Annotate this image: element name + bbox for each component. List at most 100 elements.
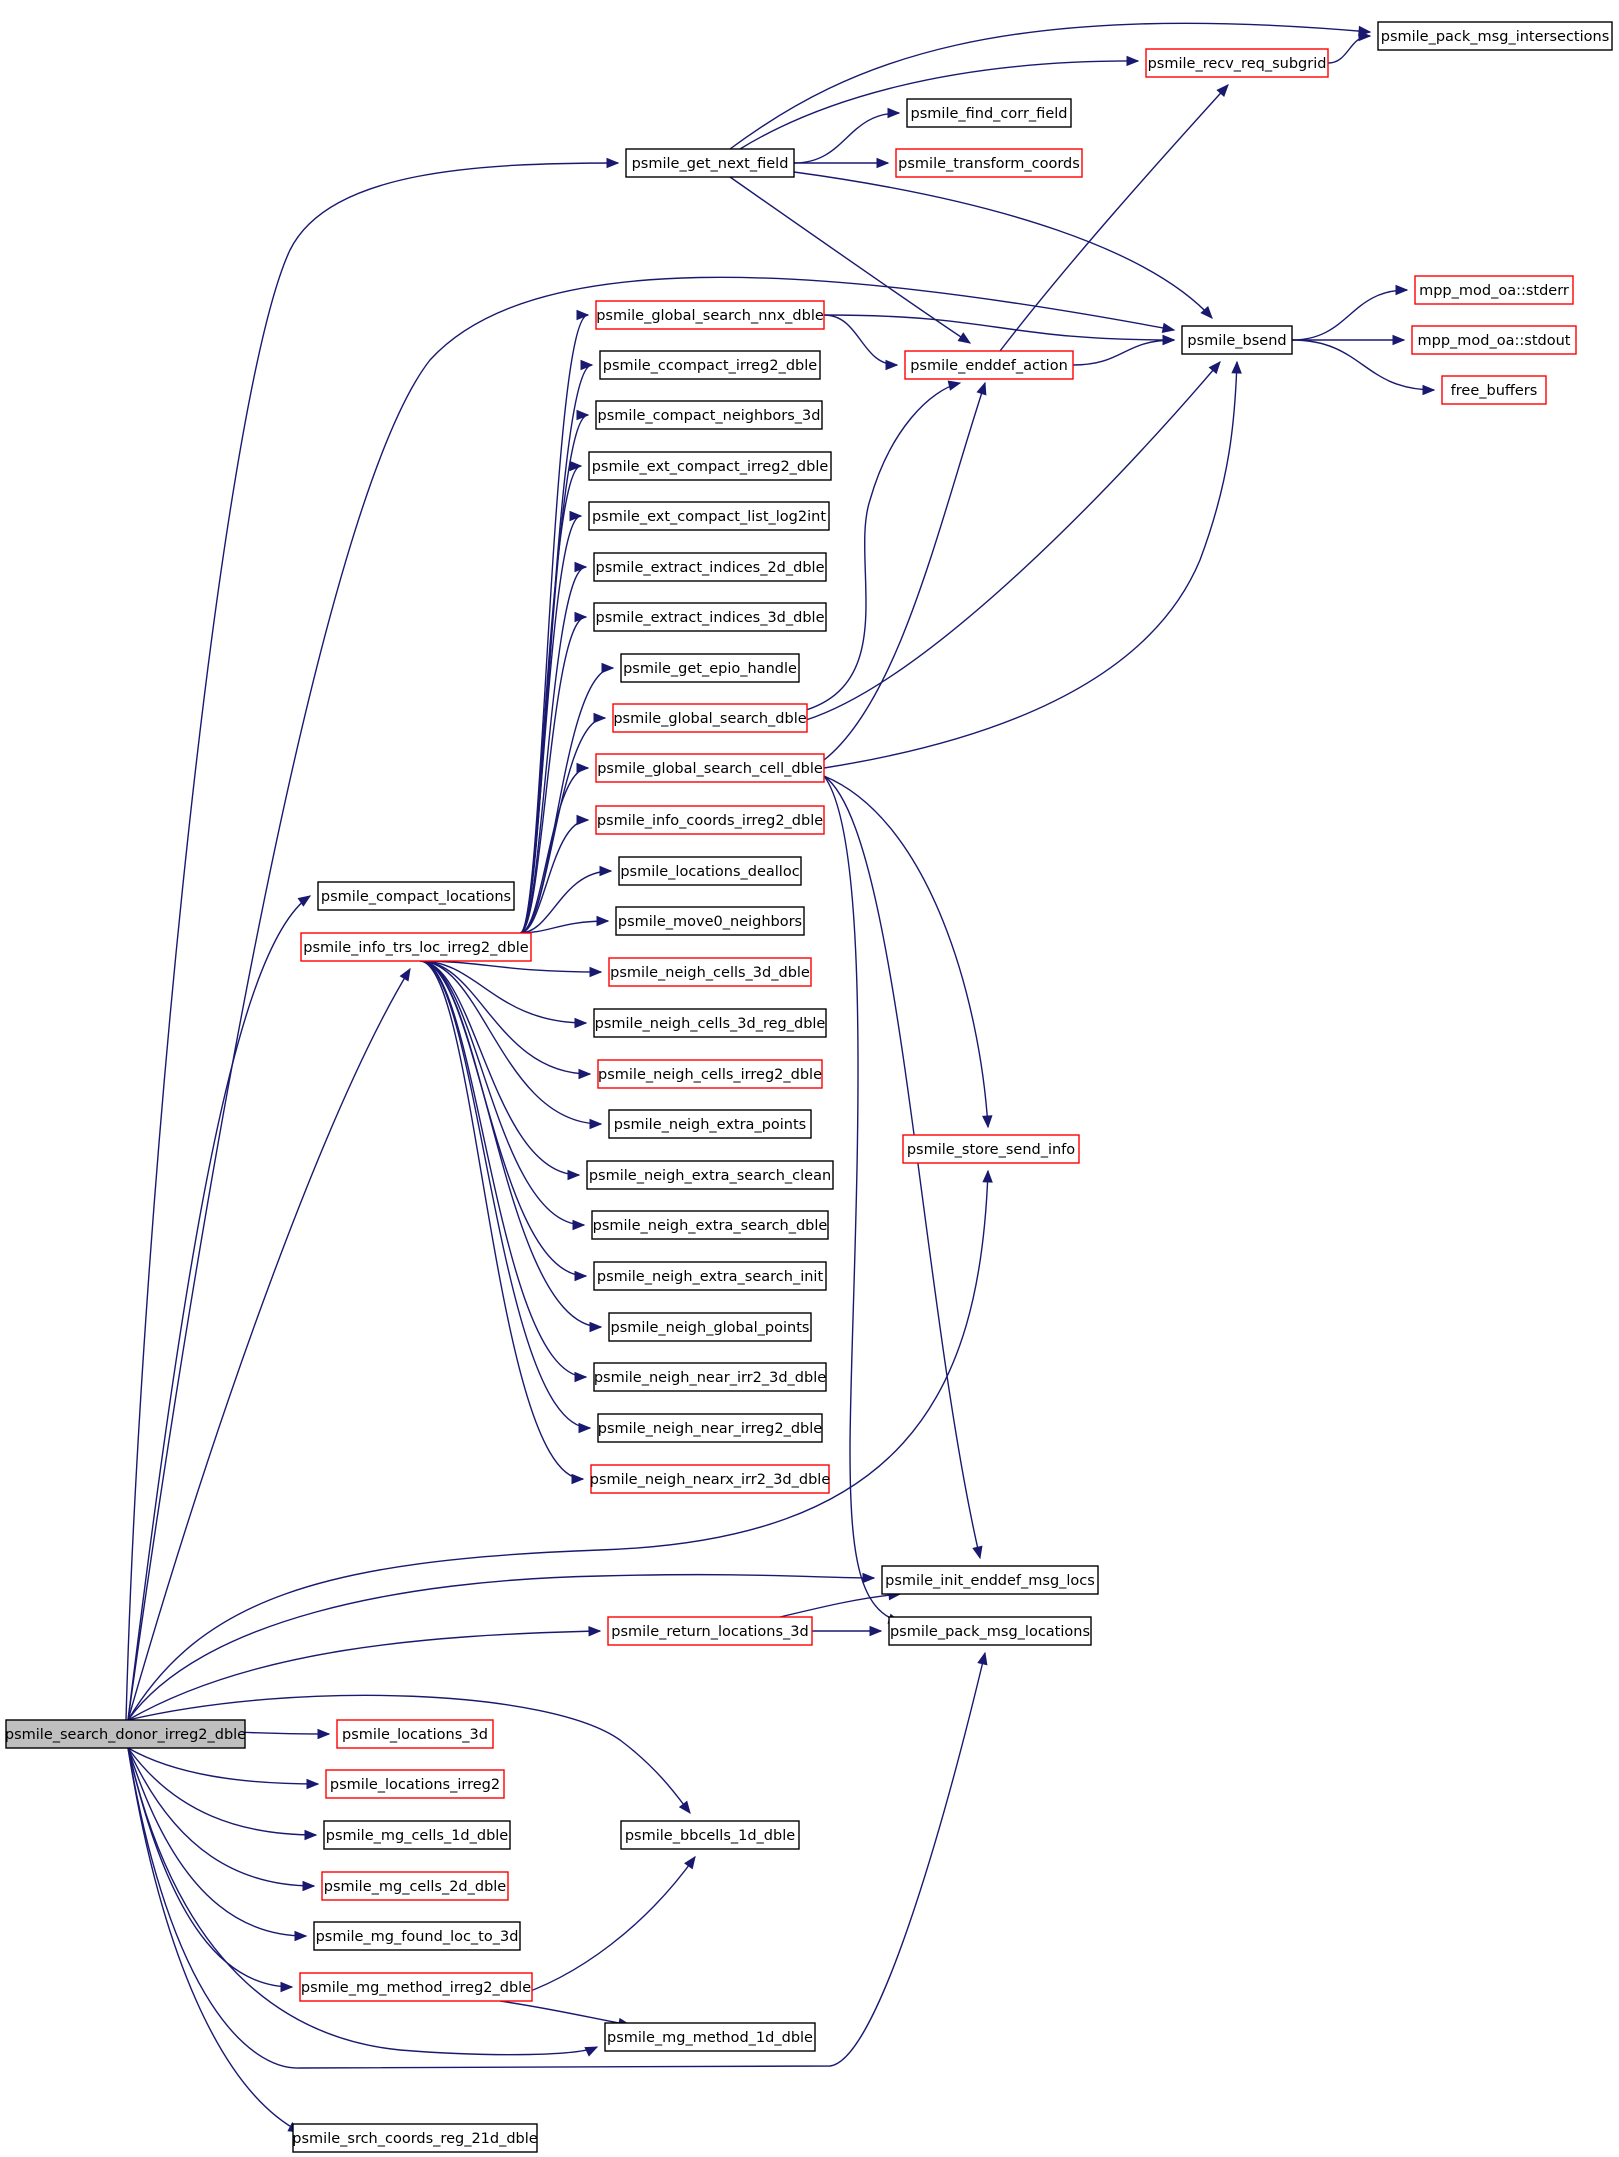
node-box <box>292 2123 538 2153</box>
node-neigh-cells-irreg2-dble[interactable]: psmile_neigh_cells_irreg2_dble <box>597 1059 823 1089</box>
node-locations-irreg2[interactable]: psmile_locations_irreg2 <box>325 1769 505 1799</box>
node-label: psmile_mg_cells_2d_dble <box>324 1879 507 1895</box>
node-get-next-field[interactable]: psmile_get_next_field <box>625 148 795 178</box>
node-label: psmile_transform_coords <box>898 156 1080 172</box>
node-compact-locations[interactable]: psmile_compact_locations <box>317 881 515 911</box>
node-neigh-nearx-irr2-3d-dble[interactable]: psmile_neigh_nearx_irr2_3d_dble <box>590 1464 831 1494</box>
edge-line <box>779 1593 901 1618</box>
node-root[interactable]: psmile_search_donor_irreg2_dble <box>5 1719 246 1749</box>
edge-line <box>419 960 585 1226</box>
edge-root-to-mg_cells_2d_dble <box>127 1747 316 1892</box>
arrowhead-icon <box>294 1930 308 1942</box>
node-enddef-action[interactable]: psmile_enddef_action <box>904 350 1074 380</box>
node-label: psmile_mg_found_loc_to_3d <box>316 1929 519 1945</box>
edge-line <box>823 775 981 1559</box>
node-stdout[interactable]: mpp_mod_oa::stdout <box>1411 325 1577 355</box>
node-get-epio-handle[interactable]: psmile_get_epio_handle <box>620 653 800 683</box>
edge-line <box>127 1630 601 1721</box>
edge-get_next_field-to-bsend <box>793 171 1213 319</box>
arrowhead-icon <box>306 1778 320 1790</box>
node-label: psmile_ccompact_irreg2_dble <box>603 358 817 374</box>
arrowhead-icon <box>578 1422 592 1434</box>
node-pack-msg-locations[interactable]: psmile_pack_msg_locations <box>888 1616 1092 1646</box>
node-label: psmile_neigh_near_irr2_3d_dble <box>594 1370 826 1386</box>
arrowhead-icon <box>569 510 583 522</box>
node-compact-neighbors-3d[interactable]: psmile_compact_neighbors_3d <box>595 400 823 430</box>
arrowhead-icon <box>302 1880 316 1892</box>
node-box <box>313 1921 521 1951</box>
node-ccompact-irreg2-dble[interactable]: psmile_ccompact_irreg2_dble <box>599 350 821 380</box>
node-label: psmile_mg_cells_1d_dble <box>326 1828 509 1844</box>
edge-line <box>519 465 582 934</box>
node-global-search-dble[interactable]: psmile_global_search_dble <box>612 703 808 733</box>
node-neigh-cells-3d-reg-dble[interactable]: psmile_neigh_cells_3d_reg_dble <box>593 1008 827 1038</box>
edge-global_search_cell_dble-to-init_enddef_msg_locs <box>823 775 983 1560</box>
edge-info_trs_loc_irreg2_dble-to-neigh_nearx_irr2_3d_dble <box>419 960 585 1485</box>
edge-recv_req_subgrid-to-pack_msg_intersections <box>1327 30 1372 64</box>
node-box <box>904 350 1074 380</box>
node-srch-coords-reg-21d-dble[interactable]: psmile_srch_coords_reg_21d_dble <box>292 2123 538 2153</box>
edge-line <box>823 314 898 366</box>
node-recv-req-subgrid[interactable]: psmile_recv_req_subgrid <box>1145 48 1329 78</box>
node-bsend[interactable]: psmile_bsend <box>1181 325 1293 355</box>
arrowhead-icon <box>1161 322 1176 334</box>
arrowhead-icon <box>574 561 588 573</box>
node-locations-dealloc[interactable]: psmile_locations_dealloc <box>618 856 802 886</box>
node-bbcells-1d-dble[interactable]: psmile_bbcells_1d_dble <box>620 1820 800 1850</box>
node-mg-cells-1d-dble[interactable]: psmile_mg_cells_1d_dble <box>323 1820 511 1850</box>
node-store-send-info[interactable]: psmile_store_send_info <box>902 1134 1080 1164</box>
node-stderr[interactable]: mpp_mod_oa::stderr <box>1414 275 1574 305</box>
node-transform-coords[interactable]: psmile_transform_coords <box>895 148 1083 178</box>
node-neigh-near-irreg2-dble[interactable]: psmile_neigh_near_irreg2_dble <box>597 1413 823 1443</box>
node-box <box>906 98 1072 128</box>
node-neigh-global-points[interactable]: psmile_neigh_global_points <box>608 1312 812 1342</box>
node-info-trs-loc-irreg2-dble[interactable]: psmile_info_trs_loc_irreg2_dble <box>300 932 532 962</box>
node-global-search-cell-dble[interactable]: psmile_global_search_cell_dble <box>595 753 825 783</box>
arrowhead-icon <box>976 381 987 396</box>
node-mg-found-loc-to-3d[interactable]: psmile_mg_found_loc_to_3d <box>313 1921 521 1951</box>
edge-root-to-compact_locations <box>127 895 312 1721</box>
arrowhead-icon <box>280 1981 294 1993</box>
node-neigh-extra-search-clean[interactable]: psmile_neigh_extra_search_clean <box>586 1160 834 1190</box>
edge-line <box>1291 289 1408 341</box>
node-neigh-near-irr2-3d-dble[interactable]: psmile_neigh_near_irr2_3d_dble <box>593 1362 827 1392</box>
node-extract-indices-2d-dble[interactable]: psmile_extract_indices_2d_dble <box>593 552 827 582</box>
node-ext-compact-list-log2int[interactable]: psmile_ext_compact_list_log2int <box>588 501 830 531</box>
node-global-search-nnx-dble[interactable]: psmile_global_search_nnx_dble <box>595 300 825 330</box>
node-ext-compact-irreg2-dble[interactable]: psmile_ext_compact_irreg2_dble <box>588 451 832 481</box>
node-neigh-cells-3d-dble[interactable]: psmile_neigh_cells_3d_dble <box>608 957 812 987</box>
edge-get_next_field-to-recv_req_subgrid <box>739 55 1140 150</box>
node-free-buffers[interactable]: free_buffers <box>1441 375 1547 405</box>
node-neigh-extra-points[interactable]: psmile_neigh_extra_points <box>608 1109 812 1139</box>
node-info-coords-irreg2-dble[interactable]: psmile_info_coords_irreg2_dble <box>595 805 825 835</box>
node-neigh-extra-search-dble[interactable]: psmile_neigh_extra_search_dble <box>591 1210 829 1240</box>
node-neigh-extra-search-init[interactable]: psmile_neigh_extra_search_init <box>593 1261 827 1291</box>
node-box <box>5 1719 246 1749</box>
arrowhead-icon <box>584 2046 599 2057</box>
node-pack-msg-intersections[interactable]: psmile_pack_msg_intersections <box>1377 21 1613 51</box>
edge-line <box>793 112 900 164</box>
edge-root-to-srch_coords_reg_21d_dble <box>127 1747 302 2133</box>
node-box <box>1145 48 1329 78</box>
node-locations-3d[interactable]: psmile_locations_3d <box>336 1719 494 1749</box>
node-box <box>588 451 832 481</box>
edge-line <box>823 314 1175 341</box>
node-mg-method-1d-dble[interactable]: psmile_mg_method_1d_dble <box>604 2022 816 2052</box>
edge-global_search_cell_dble-to-bsend <box>823 360 1242 769</box>
arrowhead-icon <box>601 662 615 674</box>
edge-info_trs_loc_irreg2_dble-to-ext_compact_list_log2int <box>519 510 583 934</box>
arrowhead-icon <box>576 409 590 421</box>
node-return-locations-3d[interactable]: psmile_return_locations_3d <box>607 1616 813 1646</box>
node-mg-cells-2d-dble[interactable]: psmile_mg_cells_2d_dble <box>321 1871 509 1901</box>
node-mg-method-irreg2-dble[interactable]: psmile_mg_method_irreg2_dble <box>299 1972 533 2002</box>
edge-enddef_action-to-recv_req_subgrid <box>999 84 1229 352</box>
edge-line <box>823 775 901 1623</box>
node-label: psmile_bbcells_1d_dble <box>625 1828 795 1844</box>
node-find-corr-field[interactable]: psmile_find_corr_field <box>906 98 1072 128</box>
node-extract-indices-3d-dble[interactable]: psmile_extract_indices_3d_dble <box>593 602 827 632</box>
node-move0-neighbors[interactable]: psmile_move0_neighbors <box>615 906 805 936</box>
edge-line <box>127 1573 875 1721</box>
node-init-enddef-msg-locs[interactable]: psmile_init_enddef_msg_locs <box>881 1565 1099 1595</box>
edge-global_search_nnx_dble-to-bsend <box>823 314 1176 346</box>
edge-line <box>127 1747 598 2056</box>
